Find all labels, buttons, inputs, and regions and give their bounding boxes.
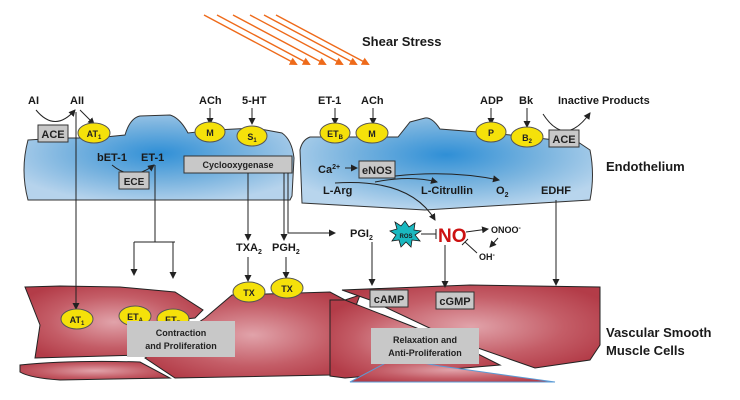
svg-text:ROS: ROS (399, 234, 412, 240)
arrow-enos-to-o2 (394, 173, 500, 183)
inhibit-bar-oh (461, 238, 469, 246)
o2-label: O2 (496, 185, 509, 199)
receptor-m-1: M (194, 121, 226, 143)
ace-right-box: ACE (548, 129, 580, 148)
enos-box: eNOS (358, 160, 396, 179)
svg-text:ACE: ACE (41, 129, 64, 141)
shear-stress-arrows (203, 14, 370, 65)
edhf-label: EDHF (541, 185, 571, 197)
svg-text:Relaxation and: Relaxation and (393, 335, 457, 345)
arrow-ace-to-inactive (542, 112, 591, 132)
ligand-ach-2: ACh (361, 95, 384, 107)
shear-arrow (249, 14, 344, 65)
ece-box: ECE (118, 171, 150, 190)
pgh2-label: PGH2 (272, 242, 300, 256)
svg-text:Anti-Proliferation: Anti-Proliferation (388, 348, 462, 358)
receptor-b2: B2 (510, 126, 544, 148)
svg-text:ECE: ECE (124, 177, 145, 188)
svg-text:and Proliferation: and Proliferation (145, 341, 217, 351)
shear-arrow (263, 14, 358, 65)
svg-text:AT1: AT1 (87, 129, 102, 141)
arrow-aii-to-at1 (79, 109, 95, 125)
muscle-cell-2 (19, 360, 172, 381)
pgi2-label: PGI2 (350, 228, 373, 242)
ligand-5ht: 5-HT (242, 95, 267, 107)
oh-inhibits-no (464, 241, 478, 254)
camp-box: cAMP (369, 289, 409, 308)
svg-text:Contraction: Contraction (156, 328, 207, 338)
svg-text:cGMP: cGMP (439, 296, 470, 308)
svg-text:TX: TX (281, 284, 293, 294)
receptor-etb-endothelial: ETB (319, 122, 351, 144)
svg-text:M: M (368, 129, 376, 139)
oh-label: OH- (479, 252, 496, 262)
svg-text:TX: TX (243, 288, 255, 298)
svg-text:B2: B2 (522, 133, 533, 145)
calcium-label: Ca2+ (318, 164, 340, 176)
svg-text:cAMP: cAMP (374, 294, 405, 306)
svg-text:P: P (488, 128, 494, 138)
shear-arrow (232, 14, 327, 65)
ace-left-box: ACE (37, 124, 69, 143)
svg-text:ACE: ACE (552, 134, 575, 146)
txa2-label: TXA2 (236, 242, 262, 256)
svg-text:eNOS: eNOS (362, 165, 392, 177)
shear-arrow (275, 14, 370, 65)
endothelium-label: Endothelium (606, 159, 685, 174)
arrow-no-to-onoo (465, 226, 489, 234)
receptor-tx-1: TX (232, 281, 266, 303)
svg-text:Cyclooxygenase: Cyclooxygenase (202, 160, 273, 170)
onoo-label: ONOO- (491, 225, 522, 235)
relaxation-antiproliferation-box: Relaxation and Anti-Proliferation (371, 328, 479, 364)
arrow-enos-to-lcitrullin (374, 177, 438, 184)
ligand-adp: ADP (480, 95, 503, 107)
arrow-cox-to-pgi2 (287, 173, 336, 237)
receptor-at1-vsmc: AT1 (60, 308, 94, 330)
ligand-aii: AII (70, 95, 84, 107)
vsmc-label-line2: Muscle Cells (606, 343, 685, 358)
svg-text:AT1: AT1 (70, 315, 85, 327)
receptor-at1-endothelial: AT1 (77, 122, 111, 144)
et1-label: ET-1 (141, 152, 164, 164)
inactive-products-label: Inactive Products (558, 95, 650, 107)
bet1-label: bET-1 (97, 152, 127, 164)
shear-arrow (203, 14, 298, 65)
shear-arrow (216, 14, 311, 65)
l-arg-label: L-Arg (323, 185, 352, 197)
arrow-ai-to-aii (35, 109, 76, 122)
cyclooxygenase-box: Cyclooxygenase (183, 155, 293, 174)
ligand-ach-1: ACh (199, 95, 222, 107)
contraction-proliferation-box: Contraction and Proliferation (127, 321, 235, 357)
no-label: NO (438, 226, 467, 247)
receptor-tx-2: TX (270, 277, 304, 299)
ligand-et1-top: ET-1 (318, 95, 341, 107)
ros-icon: ROS (389, 220, 423, 248)
receptor-s1: S1 (236, 125, 268, 147)
svg-text:S1: S1 (247, 132, 257, 144)
svg-text:M: M (206, 128, 214, 138)
l-citrullin-label: L-Citrullin (421, 185, 473, 197)
cgmp-box: cGMP (435, 291, 475, 310)
receptor-p: P (475, 121, 507, 143)
ligand-ai: AI (28, 95, 39, 107)
shear-stress-label: Shear Stress (362, 34, 442, 49)
arrow-larg-to-no (334, 181, 436, 221)
svg-text:ETB: ETB (327, 129, 344, 141)
vsmc-label-line1: Vascular Smooth (606, 325, 712, 340)
receptor-m-2: M (355, 122, 389, 144)
arrow-oh-to-onoo (489, 237, 499, 248)
ligand-bk: Bk (519, 95, 534, 107)
